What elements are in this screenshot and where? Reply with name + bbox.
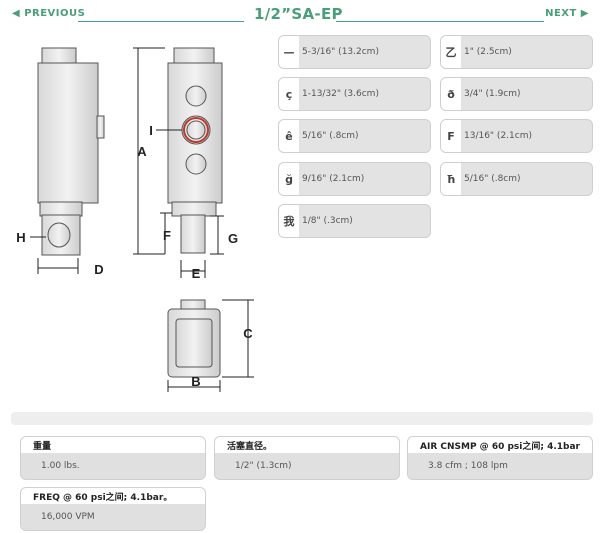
piston-highlight-ring bbox=[183, 117, 209, 143]
top-view-inner bbox=[175, 318, 213, 368]
page-title: 1/2”SA-EP bbox=[254, 5, 343, 23]
dim-label-a: A bbox=[137, 144, 147, 159]
dim-card-symbol: ç bbox=[279, 78, 299, 110]
dim-card-value: 13/16" (2.1cm) bbox=[464, 131, 532, 141]
side-view-cap bbox=[41, 47, 77, 65]
chevron-right-icon: ▶ bbox=[580, 8, 589, 19]
spec-value: 1.00 lbs. bbox=[41, 461, 80, 471]
next-link[interactable]: NEXT ▶ bbox=[545, 8, 589, 19]
dim-card-i: 我 1/8" (.3cm) bbox=[278, 204, 431, 238]
front-view-cap bbox=[173, 47, 215, 65]
dim-card-value: 1" (2.5cm) bbox=[464, 47, 512, 57]
dim-card-f: F 13/16" (2.1cm) bbox=[440, 119, 593, 153]
top-navigation: ◀ PREVIOUS 1/2”SA-EP NEXT ▶ bbox=[0, 0, 615, 30]
dim-card-b: 乙 1" (2.5cm) bbox=[440, 35, 593, 69]
spec-value: 3.8 cfm ; 108 lpm bbox=[428, 461, 508, 471]
dim-card-value: 9/16" (2.1cm) bbox=[302, 174, 365, 184]
spec-value: 1/2" (1.3cm) bbox=[235, 461, 292, 471]
dim-label-d: D bbox=[94, 262, 103, 277]
dim-card-symbol: ê bbox=[279, 120, 299, 152]
dim-card-value: 3/4" (1.9cm) bbox=[464, 89, 521, 99]
dim-card-c: ç 1-13/32" (3.6cm) bbox=[278, 77, 431, 111]
dim-card-symbol: 乙 bbox=[441, 36, 461, 68]
previous-link[interactable]: ◀ PREVIOUS bbox=[12, 8, 85, 19]
dim-label-c: C bbox=[243, 326, 253, 341]
dim-card-value: 5/16" (.8cm) bbox=[464, 174, 521, 184]
front-view-circle-top bbox=[185, 85, 207, 107]
dim-label-h: H bbox=[16, 230, 25, 245]
dim-label-b: B bbox=[191, 374, 200, 389]
dim-label-f: F bbox=[163, 228, 171, 243]
previous-label: PREVIOUS bbox=[24, 8, 86, 19]
dim-card-value: 5-3/16" (13.2cm) bbox=[302, 47, 379, 57]
spec-label: 活塞直径。 bbox=[215, 437, 399, 453]
technical-drawing: A I D H F G E C B bbox=[16, 47, 254, 392]
dim-card-e: ê 5/16" (.8cm) bbox=[278, 119, 431, 153]
spec-label: AIR CNSMP @ 60 psi之间; 4.1bar bbox=[408, 437, 592, 453]
dim-label-e: E bbox=[192, 266, 201, 281]
dim-card-symbol: ð bbox=[441, 78, 461, 110]
chevron-left-icon: ◀ bbox=[12, 8, 21, 19]
title-rule-right bbox=[336, 21, 544, 22]
spec-divider bbox=[11, 412, 593, 425]
dim-card-h: ħ 5/16" (.8cm) bbox=[440, 162, 593, 196]
dim-card-a: — 5-3/16" (13.2cm) bbox=[278, 35, 431, 69]
dim-card-value: 5/16" (.8cm) bbox=[302, 131, 359, 141]
side-view-nub bbox=[96, 115, 105, 139]
dim-card-g: ğ 9/16" (2.1cm) bbox=[278, 162, 431, 196]
title-rule-left bbox=[78, 21, 244, 22]
front-view-circle-bottom bbox=[185, 153, 207, 175]
dim-card-symbol: F bbox=[441, 120, 461, 152]
spec-frequency: FREQ @ 60 psi之间; 4.1bar。 16,000 VPM bbox=[20, 487, 206, 531]
spec-label: FREQ @ 60 psi之间; 4.1bar。 bbox=[21, 488, 205, 504]
dim-card-value: 1-13/32" (3.6cm) bbox=[302, 89, 379, 99]
front-view-piston-inner bbox=[186, 120, 206, 140]
front-view-base bbox=[171, 201, 217, 217]
dim-card-symbol: ħ bbox=[441, 163, 461, 195]
front-view-stem bbox=[180, 214, 206, 254]
next-label: NEXT bbox=[545, 8, 577, 19]
dim-card-value: 1/8" (.3cm) bbox=[302, 216, 353, 226]
side-view-base bbox=[39, 201, 83, 217]
side-view-body bbox=[37, 62, 99, 204]
spec-weight: 重量 1.00 lbs. bbox=[20, 436, 206, 480]
spec-piston-diameter: 活塞直径。 1/2" (1.3cm) bbox=[214, 436, 400, 480]
dim-card-d: ð 3/4" (1.9cm) bbox=[440, 77, 593, 111]
side-view-port bbox=[47, 222, 71, 248]
dim-label-i: I bbox=[149, 123, 153, 138]
dim-card-symbol: — bbox=[279, 36, 299, 68]
dim-label-g: G bbox=[228, 231, 238, 246]
spec-air-consumption: AIR CNSMP @ 60 psi之间; 4.1bar 3.8 cfm ; 1… bbox=[407, 436, 593, 480]
dim-card-symbol: 我 bbox=[279, 205, 299, 237]
dim-card-symbol: ğ bbox=[279, 163, 299, 195]
spec-value: 16,000 VPM bbox=[41, 512, 95, 522]
spec-label: 重量 bbox=[21, 437, 205, 453]
